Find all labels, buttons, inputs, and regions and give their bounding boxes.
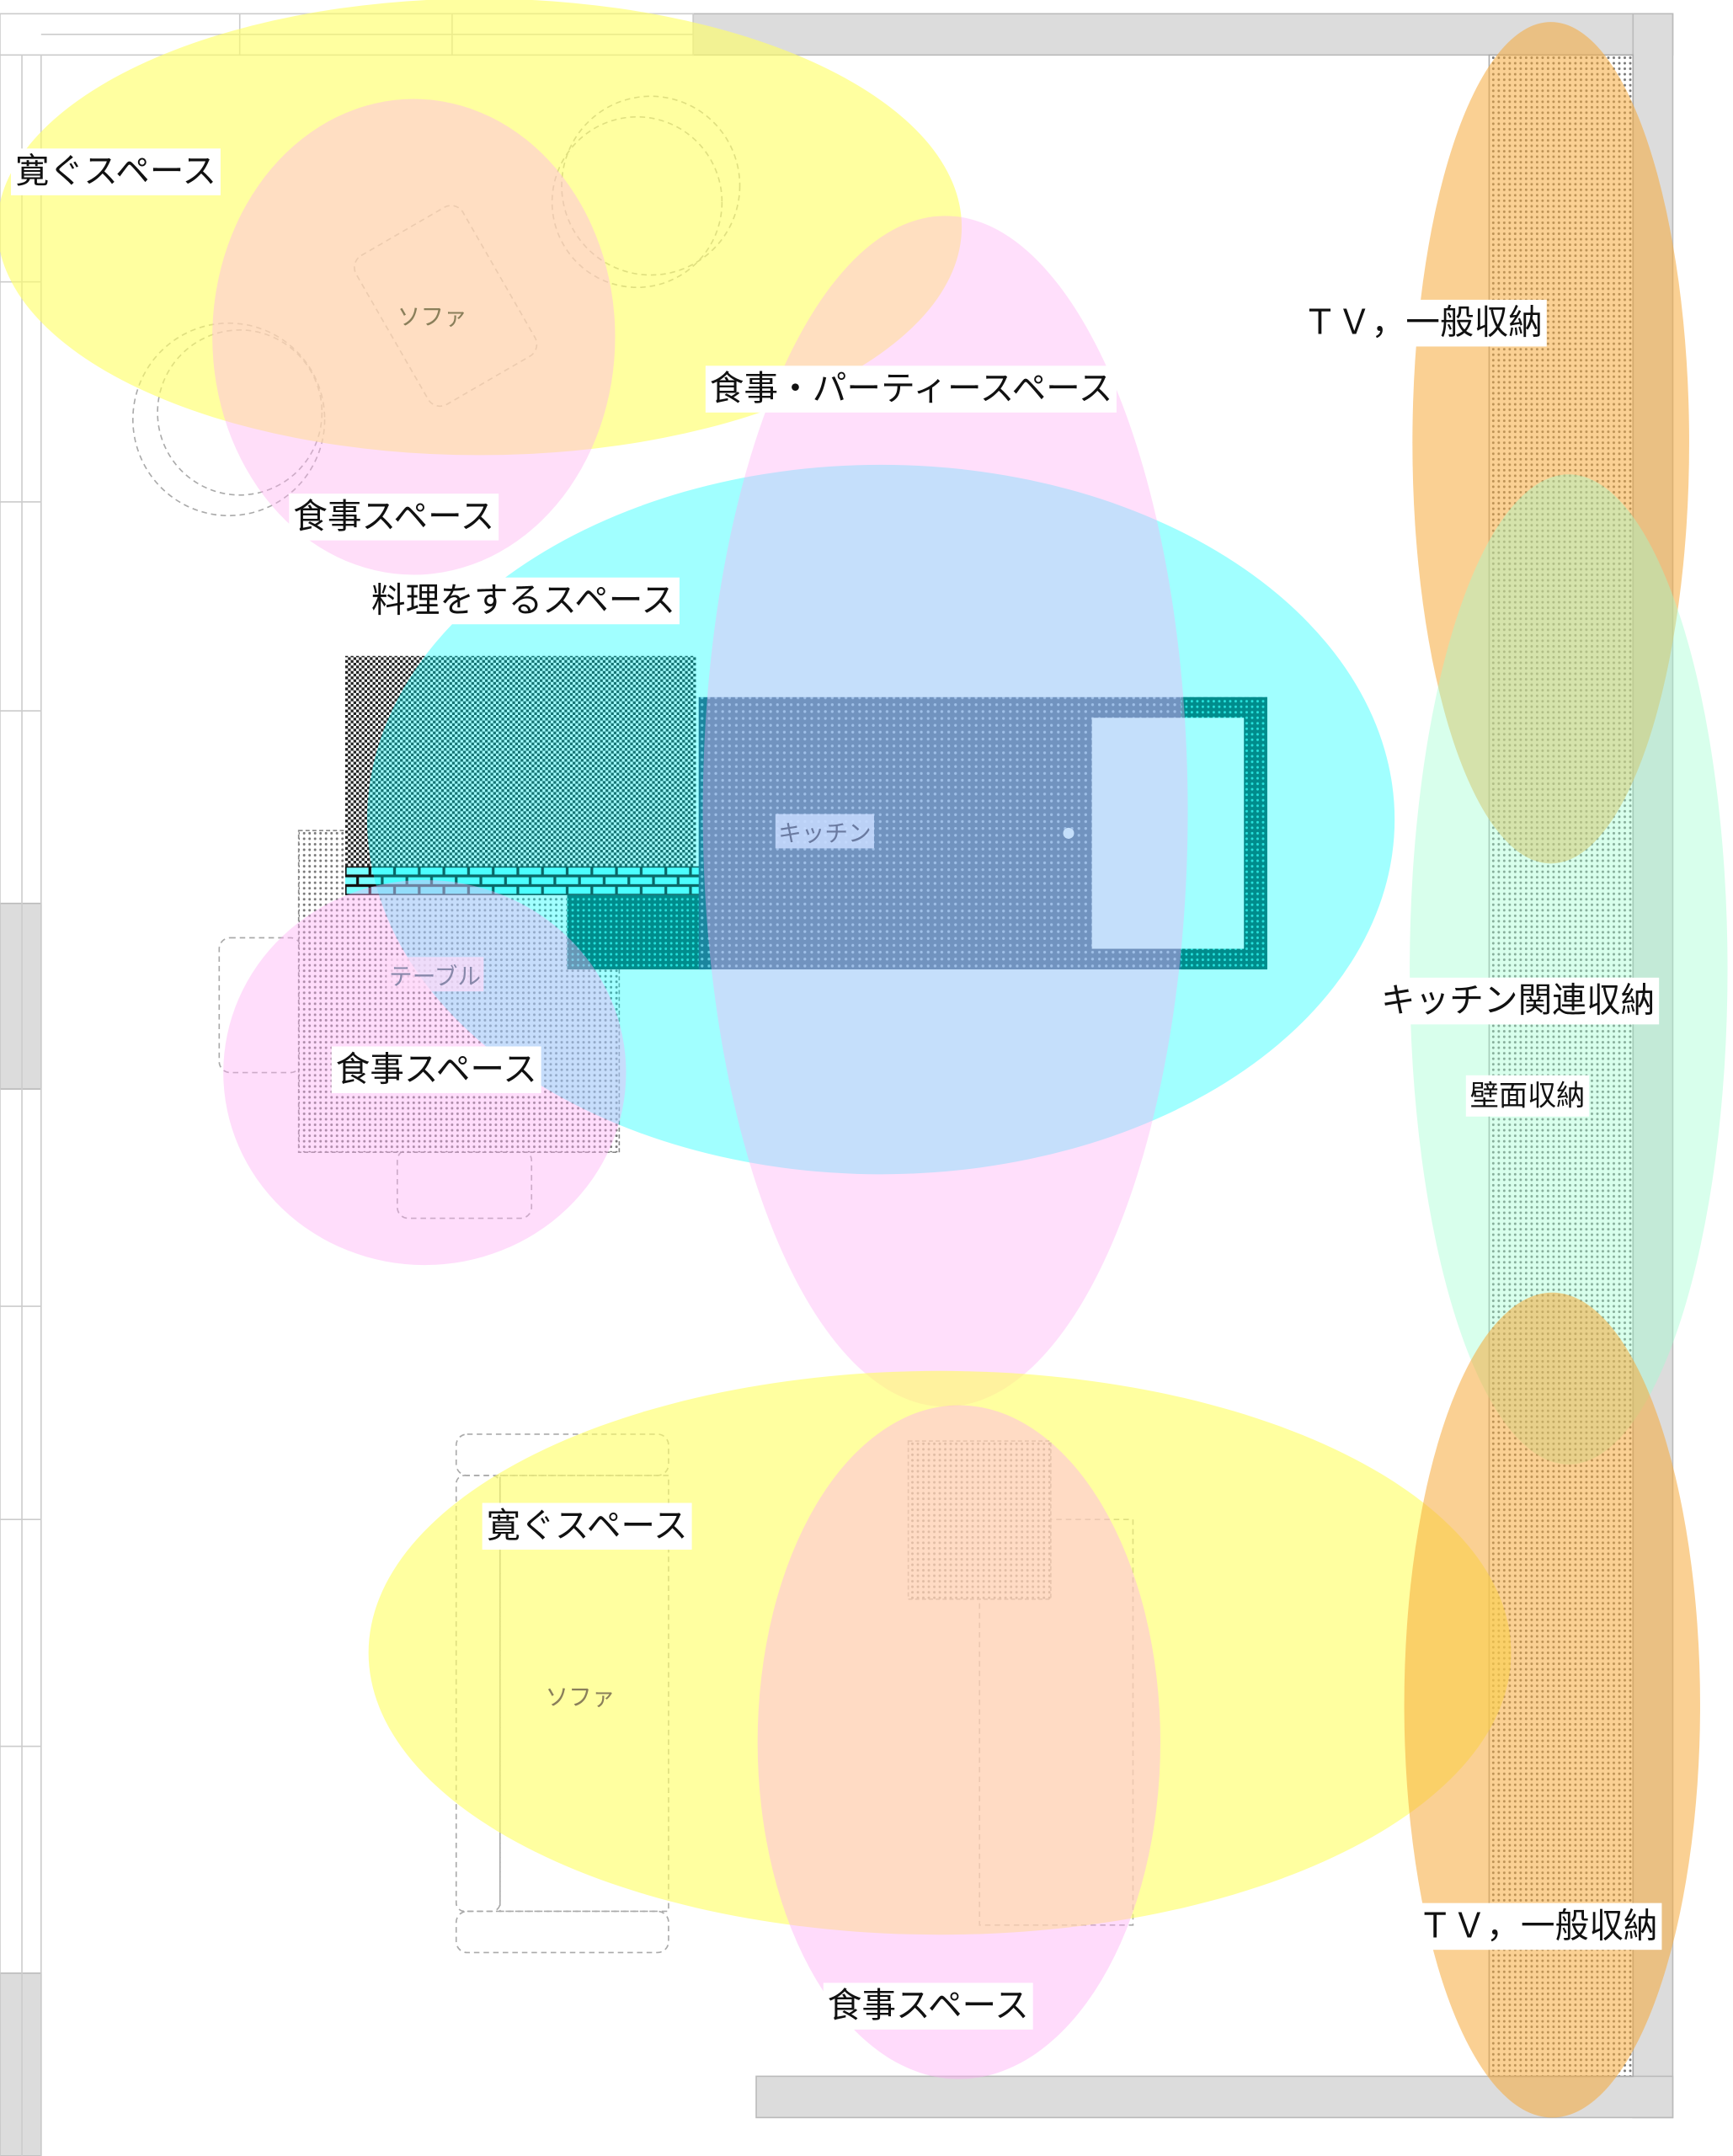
tv-storage-zone-top [1412,22,1689,864]
label-sofa-top: ソファ [397,303,467,332]
label-cooking-space: 料理をするスペース [367,577,680,625]
tv-storage-zone-bottom [1404,1292,1700,2118]
label-sofa-bottom: ソファ [545,1684,616,1712]
label-dining-mid: 食事スペース [331,1046,541,1093]
label-dining-top: 食事スペース [289,494,499,541]
dining-zone-bottom [757,1405,1160,2079]
party-zone [702,216,1188,1407]
kitchen-counter [344,655,1267,970]
cooking-zone [367,464,1395,1175]
label-relax-bottom: 寛ぐスペース [482,1502,692,1550]
dining-zone-top [212,99,616,575]
label-kitchen-storage: キッチン関連収納 [1377,977,1660,1025]
label-relax-top: 寛ぐスペース [11,148,221,195]
label-wall-storage: 壁面収納 [1465,1075,1590,1117]
zones [0,0,1728,2118]
kitchen-storage-zone [1410,474,1728,1465]
label-party-space: 食事・パーティースペース [705,366,1117,413]
label-dining-bottom: 食事スペース [823,1983,1033,2030]
relax-zone-top [0,0,962,456]
label-tv-storage-bottom: ＴＶ，一般収納 [1413,1903,1662,1951]
label-tv-storage-top: ＴＶ，一般収納 [1298,299,1547,347]
label-kitchen: キッチン [775,814,874,849]
label-table: テーブル [386,957,484,992]
